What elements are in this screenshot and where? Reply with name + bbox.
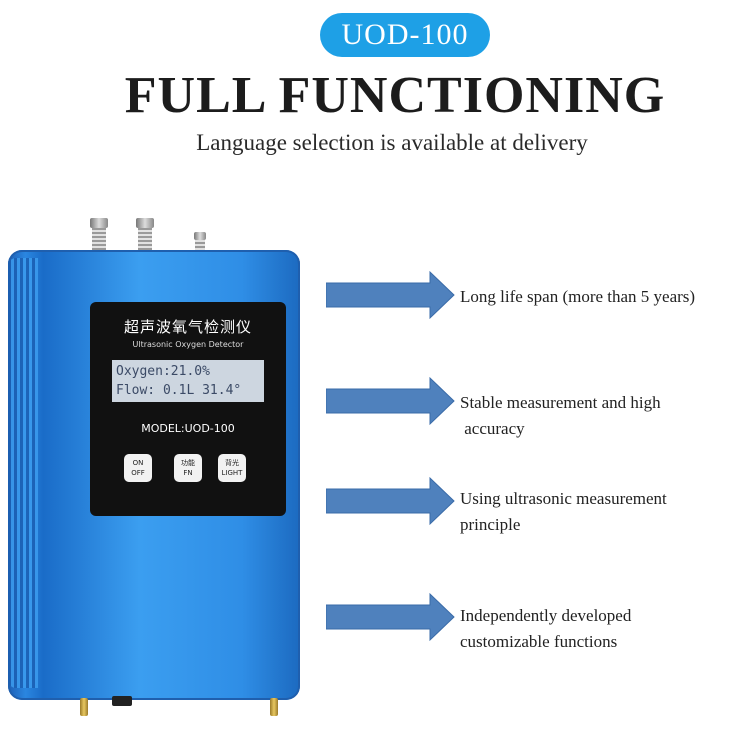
device-label-chinese: 超声波氧气检测仪 bbox=[123, 318, 252, 336]
model-label: MODEL:UOD-100 bbox=[141, 422, 235, 435]
page-subtitle: Language selection is available at deliv… bbox=[196, 130, 588, 155]
model-badge: UOD-100 bbox=[320, 13, 490, 57]
arrow-icon bbox=[326, 476, 455, 526]
lcd-line-flow: Flow: 0.1L 31.4° bbox=[116, 383, 242, 398]
arrow-icon bbox=[326, 376, 455, 426]
connector-jack bbox=[194, 232, 206, 256]
connector-jack bbox=[90, 218, 108, 250]
lcd-line-oxygen: Oxygen:21.0% bbox=[116, 364, 210, 379]
device-side-ridges bbox=[8, 258, 38, 688]
front-panel: 超声波氧气检测仪 Ultrasonic Oxygen Detector Oxyg… bbox=[90, 302, 286, 516]
device-label-english: Ultrasonic Oxygen Detector bbox=[132, 340, 244, 349]
lcd-display: Oxygen:21.0% Flow: 0.1L 31.4° bbox=[112, 360, 264, 402]
connector-jack bbox=[136, 218, 154, 250]
arrow-icon bbox=[326, 592, 455, 642]
device-port bbox=[112, 696, 132, 706]
feature-item: Long life span (more than 5 years) bbox=[460, 287, 696, 306]
page-title: FULL FUNCTIONING bbox=[124, 67, 666, 124]
oxygen-detector-device: 超声波氧气检测仪 Ultrasonic Oxygen Detector Oxyg… bbox=[8, 218, 308, 738]
feature-item: Using ultrasonic measurement principle bbox=[460, 489, 667, 534]
device-foot bbox=[80, 698, 88, 716]
feature-item: Stable measurement and high accuracy bbox=[460, 393, 661, 438]
device-foot bbox=[270, 698, 278, 716]
feature-item: Independently developed customizable fun… bbox=[460, 606, 632, 651]
arrow-icon bbox=[326, 270, 455, 320]
